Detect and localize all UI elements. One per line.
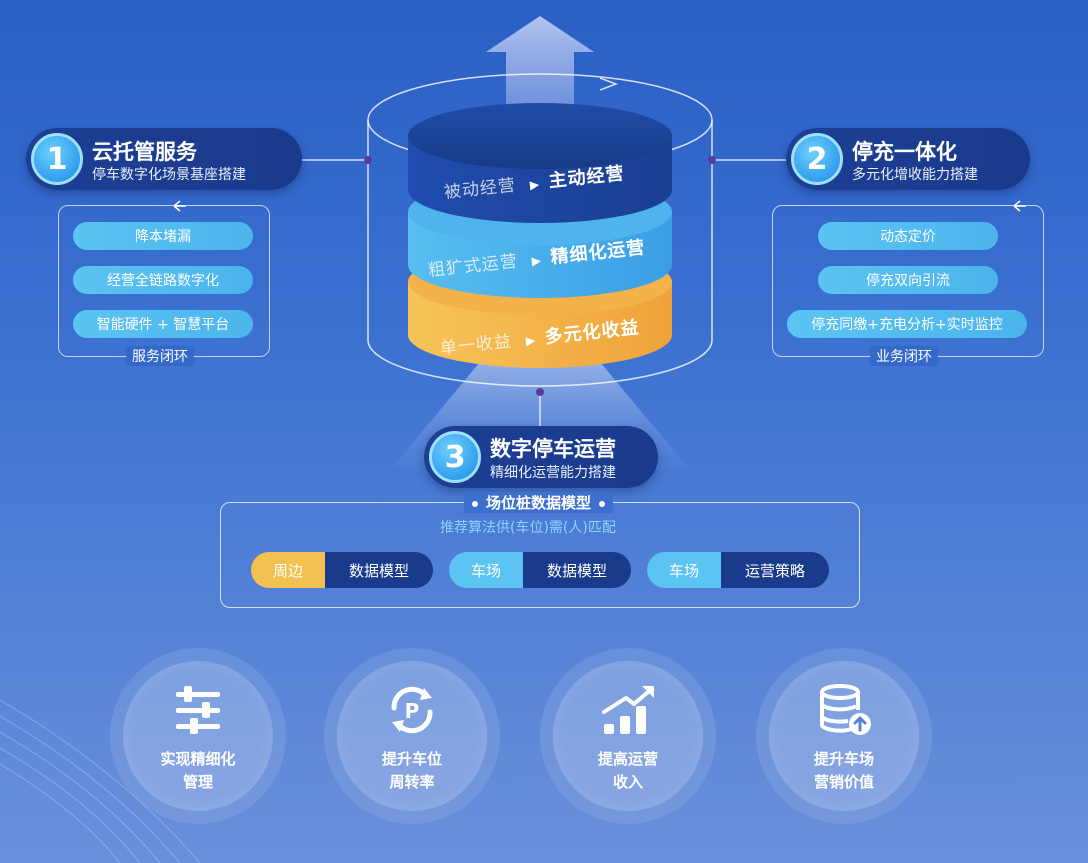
section3-title: 数字停车运营	[490, 437, 616, 461]
model-pair-2-left: 车场	[449, 552, 523, 588]
model-title-dot-right	[599, 500, 606, 507]
benefit-4-line2: 营销价值	[813, 773, 874, 791]
benefit-2-line1: 提升车位	[381, 750, 442, 768]
benefit-circle-2: P 提升车位 周转率	[324, 648, 500, 824]
model-pair-3-right: 运营策略	[721, 552, 829, 588]
benefit-3-label: 提高运营 收入	[540, 748, 716, 794]
layer-3-arrow-icon: ▶	[525, 333, 536, 348]
benefit-2-line2: 周转率	[389, 773, 435, 791]
section3-header: 3 数字停车运营 精细化运营能力搭建	[424, 426, 658, 488]
parking-cycle-icon: P	[391, 686, 433, 734]
section1-item-1: 经营全链路数字化	[73, 266, 253, 294]
model-title-text: 场位桩数据模型	[486, 494, 592, 512]
benefit-4-label: 提升车场 营销价值	[756, 748, 932, 794]
model-pair-1-left: 周边	[251, 552, 325, 588]
growth-chart-icon	[602, 686, 654, 734]
section1-item-0: 降本堵漏	[73, 222, 253, 250]
section2-subtitle: 多元化增收能力搭建	[852, 167, 978, 183]
database-up-icon	[819, 684, 871, 735]
model-pair-1-right: 数据模型	[325, 552, 433, 588]
section1-subtitle: 停车数字化场景基座搭建	[92, 167, 246, 183]
section2-item-2: 停充同缴+充电分析+实时监控	[787, 310, 1027, 338]
section1-header: 1 云托管服务 停车数字化场景基座搭建	[26, 128, 302, 190]
benefit-4-line1: 提升车场	[813, 750, 874, 768]
benefit-2-label: 提升车位 周转率	[324, 748, 500, 794]
section1-number: 1	[31, 133, 83, 185]
section1-title: 云托管服务	[92, 140, 197, 164]
section1-item-2: 智能硬件 + 智慧平台	[73, 310, 253, 338]
section2-caption: 业务闭环	[870, 346, 938, 366]
benefit-circle-2-inner	[337, 661, 487, 811]
model-pair-3-left: 车场	[647, 552, 721, 588]
benefit-1-line1: 实现精细化	[160, 750, 236, 768]
section1-caption: 服务闭环	[126, 346, 194, 366]
benefit-3-line2: 收入	[612, 773, 643, 791]
layer-1-arrow-icon: ▶	[529, 177, 540, 192]
model-pair-2-right: 数据模型	[523, 552, 631, 588]
section2-item-1: 停充双向引流	[818, 266, 998, 294]
svg-text:P: P	[405, 699, 420, 723]
benefit-circle-3-inner	[553, 661, 703, 811]
model-subtitle: 推荐算法供(车位)需(人)匹配	[440, 520, 616, 536]
section2-header: 2 停充一体化 多元化增收能力搭建	[786, 128, 1030, 190]
benefit-circle-1-inner	[123, 661, 273, 811]
sliders-icon	[176, 686, 220, 734]
benefit-circle-1: 实现精细化 管理	[110, 648, 286, 824]
benefit-1-line2: 管理	[182, 773, 213, 791]
model-title-dot-left	[472, 500, 478, 507]
benefit-circle-3: 提高运营 收入	[540, 648, 716, 824]
section2-number: 2	[791, 133, 843, 185]
section2-item-0: 动态定价	[818, 222, 998, 250]
benefit-1-label: 实现精细化 管理	[110, 748, 286, 794]
benefit-circle-4: 提升车场 营销价值	[756, 648, 932, 824]
model-title: 场位桩数据模型	[464, 492, 614, 513]
layer-2-arrow-icon: ▶	[531, 253, 542, 269]
section3-subtitle: 精细化运营能力搭建	[490, 465, 616, 481]
section2-title: 停充一体化	[852, 140, 957, 164]
section3-number: 3	[429, 431, 481, 483]
benefit-3-line1: 提高运营	[597, 750, 658, 768]
